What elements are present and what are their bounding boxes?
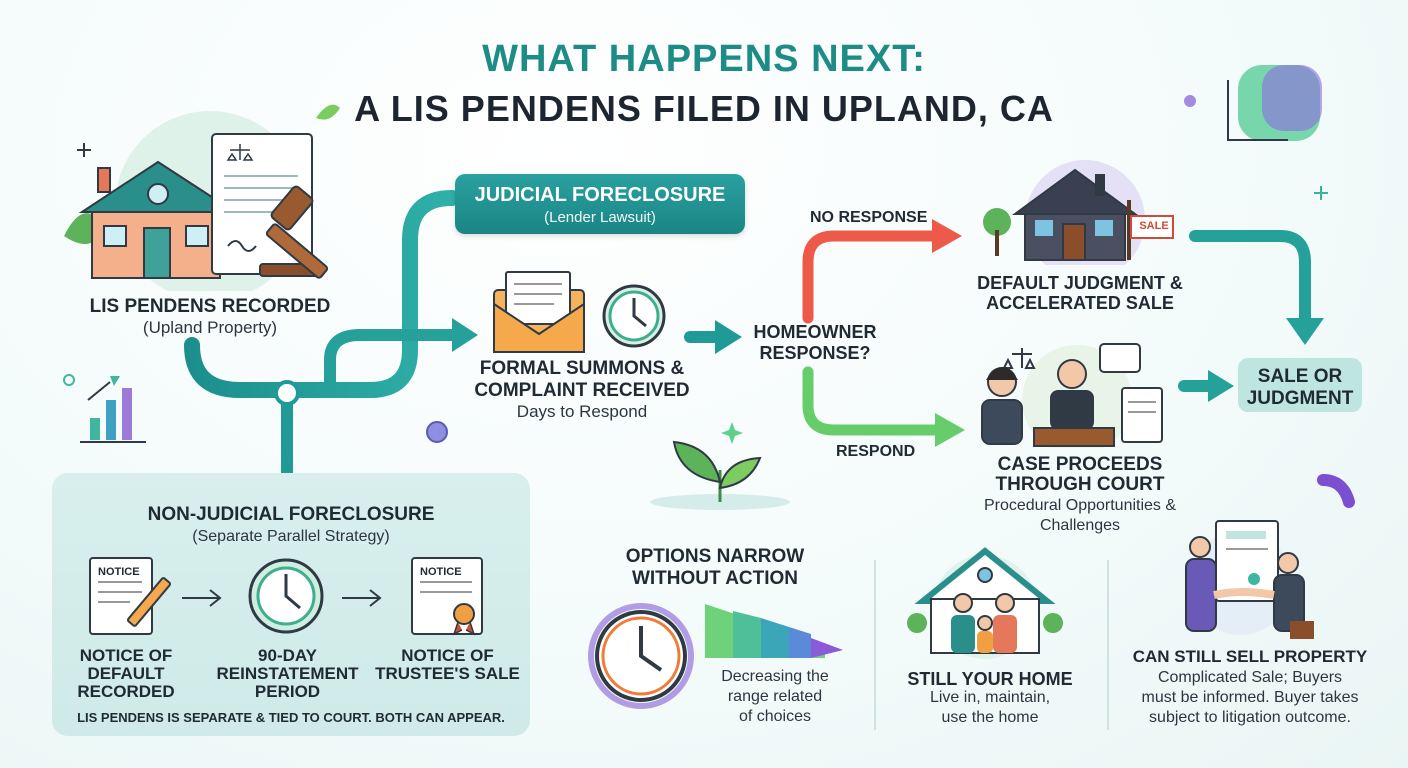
- sprout-icon: [650, 440, 790, 510]
- decor-plus-right: [1314, 186, 1328, 200]
- default-judgment-line-1: DEFAULT JUDGMENT &: [977, 273, 1183, 293]
- connector-respond: [802, 366, 944, 436]
- home-desc-1: Live in, maintain,: [929, 689, 1051, 706]
- sale-line-1: SALE OR: [1257, 366, 1343, 387]
- options-desc-1: Decreasing the: [721, 668, 829, 685]
- nj-step-2-l3: PERIOD: [254, 682, 321, 701]
- case-sub-1: Procedural Opportunities &: [983, 497, 1177, 514]
- nj-step-2-l1: 90-DAY: [258, 646, 317, 665]
- judicial-foreclosure-box: JUDICIAL FORECLOSURE (Lender Lawsuit): [455, 174, 745, 234]
- nj-step-1-l3: RECORDED: [77, 682, 175, 701]
- case-sub-2: Challenges: [1039, 517, 1121, 534]
- start-subtitle: (Upland Property): [142, 318, 278, 337]
- decor-dot-small: [1184, 95, 1196, 107]
- non-judicial-steps-icons: [89, 557, 483, 636]
- courtroom-icon: [981, 343, 1163, 448]
- non-judicial-title: NON-JUDICIAL FORECLOSURE: [147, 504, 435, 525]
- nj-step-2-l2: REINSTATEMENT: [216, 664, 359, 683]
- sale-or-judgment-box: SALE OR JUDGMENT: [1238, 358, 1362, 412]
- house-document-gavel-icon: [64, 104, 340, 291]
- nj-step-3-l1: NOTICE OF: [401, 646, 494, 665]
- growth-chart-icon: [63, 374, 146, 443]
- options-desc-3: of choices: [738, 708, 812, 725]
- no-response-label: NO RESPONSE: [810, 209, 928, 226]
- judicial-title: JUDICIAL FORECLOSURE: [474, 184, 726, 206]
- sell-desc-3: subject to litigation outcome.: [1149, 709, 1351, 726]
- connector-default-to-sale: [1189, 230, 1311, 326]
- options-desc-2: range related: [727, 688, 823, 705]
- summons-line-1: FORMAL SUMMONS &: [479, 358, 685, 379]
- non-judicial-subtitle: (Separate Parallel Strategy): [192, 528, 390, 545]
- homeowner-line-2: RESPONSE?: [759, 343, 871, 363]
- title-line-2: A LIS PENDENS FILED IN UPLAND, CA: [354, 88, 1054, 129]
- narrowing-choices-icon: [588, 603, 843, 709]
- house-for-sale-icon: [983, 160, 1174, 265]
- home-title: STILL YOUR HOME: [907, 669, 1073, 689]
- decor-plus-left: [77, 143, 91, 157]
- summons-subtitle: Days to Respond: [516, 402, 648, 421]
- options-line-1: OPTIONS NARROW: [625, 546, 805, 567]
- notice-tag-2: NOTICE: [420, 566, 462, 578]
- default-judgment-line-2: ACCELERATED SALE: [986, 293, 1174, 313]
- title-line-1: WHAT HAPPENS NEXT:: [482, 38, 926, 80]
- nj-step-1-l2: DEFAULT: [87, 664, 165, 683]
- junction-node: [274, 380, 300, 406]
- notice-tag-1: NOTICE: [98, 566, 140, 578]
- nj-step-3-l2: TRUSTEE'S SALE: [375, 664, 520, 683]
- sell-title: CAN STILL SELL PROPERTY: [1132, 647, 1368, 666]
- decor-dot-purple: [426, 421, 448, 443]
- handshake-deal-icon: [1185, 520, 1314, 639]
- homeowner-line-1: HOMEOWNER: [753, 322, 877, 342]
- family-home-icon: [907, 547, 1063, 659]
- decor-sparkle: [721, 422, 743, 444]
- arrow-no-response: [932, 219, 962, 253]
- sell-desc-1: Complicated Sale; Buyers: [1157, 669, 1343, 686]
- arrow-default-to-sale: [1286, 318, 1324, 345]
- summons-line-2: COMPLAINT RECEIVED: [474, 380, 690, 401]
- nj-step-1-l1: NOTICE OF: [79, 646, 173, 665]
- envelope-clock-icon: [493, 271, 666, 353]
- arrow-case-to-sale: [1208, 370, 1234, 402]
- sale-sign-text: SALE: [1139, 220, 1169, 232]
- respond-label: RESPOND: [836, 443, 916, 460]
- connector-no-response: [802, 230, 941, 324]
- start-title: LIS PENDENS RECORDED: [89, 296, 331, 317]
- sell-desc-2: must be informed. Buyer takes: [1141, 689, 1359, 706]
- sale-line-2: JUDGMENT: [1246, 388, 1354, 409]
- arrow-respond: [935, 413, 965, 447]
- connector-to-summons: [324, 329, 461, 396]
- arrow-to-summons: [452, 318, 478, 352]
- decor-arc-purple: [1317, 474, 1355, 508]
- connector-to-judicial: [184, 190, 460, 398]
- case-line-2: THROUGH COURT: [995, 474, 1165, 495]
- non-judicial-footer: LIS PENDENS IS SEPARATE & TIED TO COURT.…: [77, 710, 505, 725]
- options-line-2: WITHOUT ACTION: [631, 568, 799, 589]
- arrow-to-homeowner: [715, 320, 742, 354]
- case-line-1: CASE PROCEEDS: [997, 454, 1163, 475]
- home-desc-2: use the home: [941, 709, 1039, 726]
- judicial-subtitle: (Lender Lawsuit): [544, 209, 656, 226]
